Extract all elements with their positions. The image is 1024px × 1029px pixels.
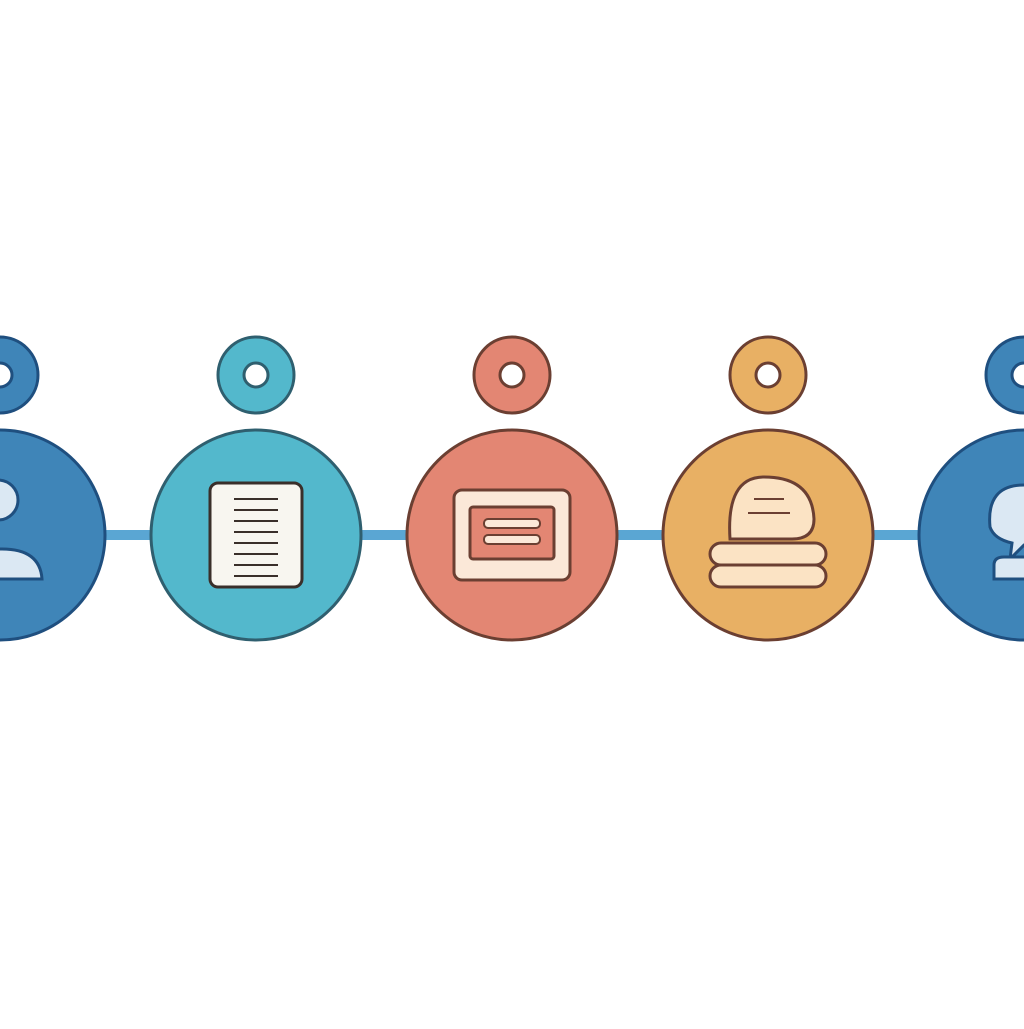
pin-hole xyxy=(498,361,526,389)
node-chat xyxy=(917,335,1024,642)
node-group xyxy=(0,335,1024,642)
pin-hole xyxy=(0,361,14,389)
person-icon xyxy=(0,478,44,581)
message-icon xyxy=(452,488,572,582)
pin-hole xyxy=(754,361,782,389)
node-person xyxy=(0,335,107,642)
chat-icon xyxy=(988,483,1024,581)
stack-icon xyxy=(708,475,828,589)
pin-ring xyxy=(984,335,1024,415)
node-circle xyxy=(0,428,107,642)
document-icon xyxy=(208,481,304,589)
node-circle xyxy=(917,428,1024,642)
node-stack xyxy=(661,335,875,642)
pin-hole xyxy=(1010,361,1024,389)
pin-ring xyxy=(0,335,40,415)
pin-hole xyxy=(242,361,270,389)
node-message xyxy=(405,335,619,642)
node-document xyxy=(149,335,363,642)
